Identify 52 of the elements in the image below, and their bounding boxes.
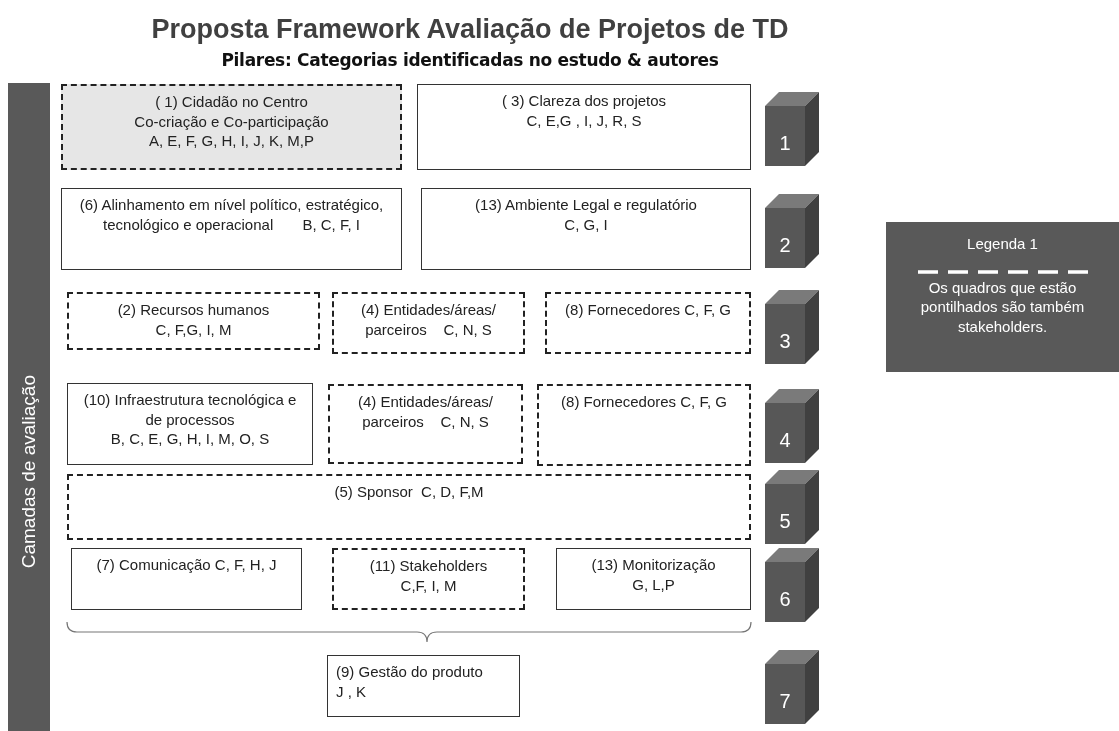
- author-letters: C,F, I, M: [400, 575, 457, 595]
- layer-number: 5: [778, 509, 792, 534]
- author-letters: C, F,G, I, M: [155, 319, 232, 339]
- side-band: [8, 83, 50, 731]
- category-text: (8) Fornecedores C, F, G: [561, 392, 727, 412]
- layer-number: 1: [778, 131, 792, 156]
- category-subtitle: Co-criação e Co-participação: [134, 111, 329, 131]
- dashed-category-box: [332, 548, 525, 610]
- category-text: (5) Sponsor C, D, F,M: [334, 482, 484, 502]
- band-title: Camadas de avaliação: [16, 375, 40, 569]
- author-letters: C, E,G , I, J, R, S: [526, 110, 642, 130]
- category-text: (9) Gestão do produto J , K: [336, 662, 484, 701]
- layer-number: 7: [778, 689, 792, 714]
- category-text: (7) Comunicação C, F, H, J: [96, 555, 277, 575]
- legend-text: Os quadros que estão pontilhados são também stakeholders.: [919, 277, 1086, 336]
- author-letters: G, L,P: [632, 574, 675, 594]
- legend-title: Legenda 1: [967, 234, 1038, 254]
- layer-number: 6: [778, 587, 792, 612]
- category-text: (6) Alinhamento em nível político, estratégico, tecnológico e operacional B, C, F, I: [78, 195, 385, 234]
- layer-number: 2: [778, 233, 792, 258]
- category-box: [67, 383, 313, 465]
- category-title: (2) Recursos humanos: [117, 300, 270, 320]
- layer-number: 3: [778, 329, 792, 354]
- category-text: (8) Fornecedores C, F, G: [565, 300, 731, 320]
- category-text: (4) Entidades/áreas/ parceiros C, N, S: [356, 392, 495, 431]
- category-box: [61, 188, 402, 270]
- layer-number: 4: [778, 428, 792, 453]
- category-box: [421, 188, 751, 270]
- category-title: (10) Infraestrutura tecnológica e de processos: [82, 390, 298, 429]
- dashed-category-box: [61, 84, 402, 170]
- category-text: (4) Entidades/áreas/ parceiros C, N, S: [359, 300, 498, 339]
- category-box: [327, 655, 520, 717]
- dashed-category-box: [537, 384, 751, 466]
- legend-panel: [886, 222, 1119, 372]
- author-letters: A, E, F, G, H, I, J, K, M,P: [149, 131, 314, 151]
- category-title: (13) Ambiente Legal e regulatório: [475, 195, 697, 215]
- dashed-category-box: [67, 292, 320, 350]
- author-letters: B, C, E, G, H, I, M, O, S: [110, 429, 270, 449]
- dashed-category-box: [67, 474, 751, 540]
- author-letters: C, G, I: [564, 214, 608, 234]
- diagram-subtitle: Pilares: Categorias identificadas no estudo & autores: [220, 50, 720, 70]
- category-box: [556, 548, 751, 610]
- category-title: (11) Stakeholders: [369, 556, 488, 576]
- category-box: [417, 84, 751, 170]
- dashed-category-box: [545, 292, 751, 354]
- category-title: ( 3) Clareza dos projetos: [501, 91, 667, 111]
- dashed-category-box: [328, 384, 523, 464]
- dashed-category-box: [332, 292, 525, 354]
- category-title: (13) Monitorização: [591, 555, 716, 575]
- category-title: ( 1) Cidadão no Centro: [155, 92, 308, 112]
- category-box: [71, 548, 302, 610]
- diagram-title: Proposta Framework Avaliação de Projetos de TD: [150, 14, 790, 45]
